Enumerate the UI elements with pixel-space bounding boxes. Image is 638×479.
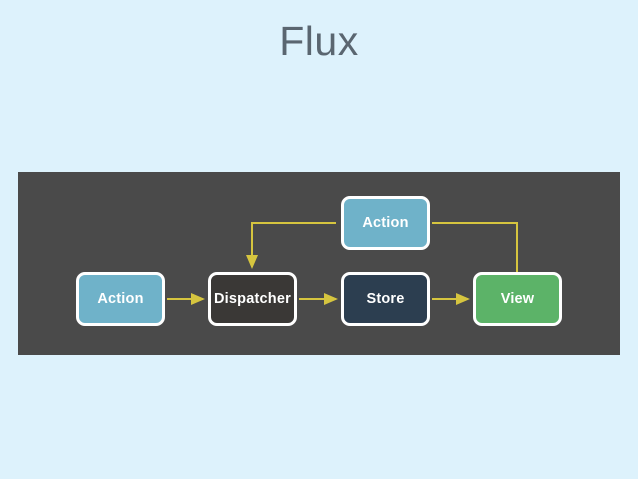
node-dispatcher[interactable]: Dispatcher	[208, 272, 297, 326]
connector-action-top-to-dispatcher	[246, 222, 336, 269]
flux-diagram-panel: Action Dispatcher Store View Action	[18, 172, 620, 355]
node-dispatcher-label: Dispatcher	[214, 291, 291, 307]
node-view[interactable]: View	[473, 272, 562, 326]
node-store-label: Store	[366, 291, 405, 307]
flux-connector-layer	[167, 222, 518, 305]
node-view-label: View	[500, 291, 535, 307]
node-action-left-label: Action	[97, 291, 144, 307]
page-title: Flux	[279, 18, 359, 64]
node-action-left[interactable]: Action	[76, 272, 165, 326]
connector-view-to-action-top	[432, 222, 518, 272]
node-store[interactable]: Store	[341, 272, 430, 326]
node-action-top-label: Action	[362, 215, 409, 231]
node-action-top[interactable]: Action	[341, 196, 430, 250]
